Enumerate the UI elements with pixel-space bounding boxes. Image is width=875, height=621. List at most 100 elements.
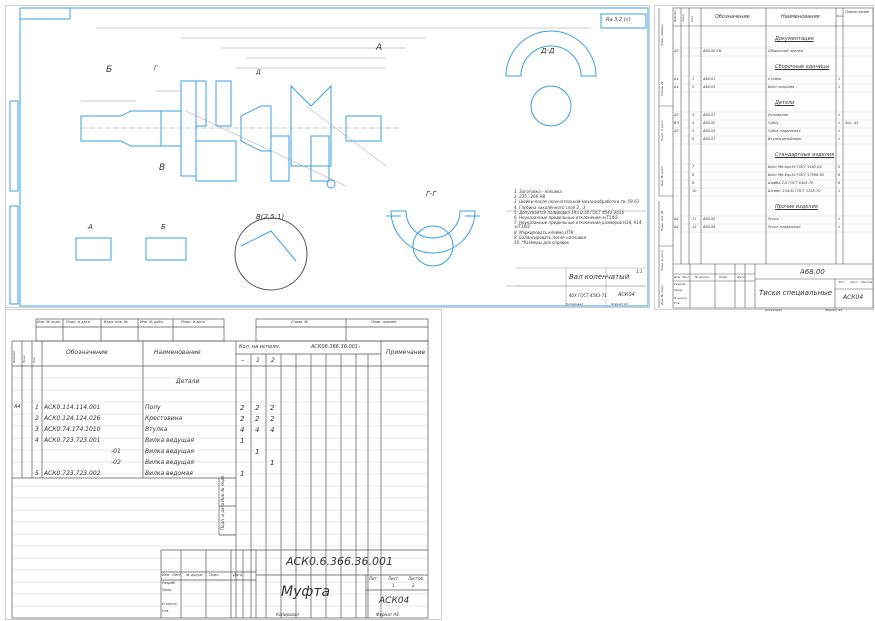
row-format: А4 xyxy=(14,404,21,410)
row-designation: А68.03 xyxy=(703,85,716,89)
row-name: Стойка xyxy=(768,77,782,81)
row-name: Винт М6-6gх10 ГОСТ 17598-85 xyxy=(768,173,824,177)
technical-notes: 1. Заготовка - поковка 2. 235...269 НВ 3… xyxy=(514,189,646,246)
note: 9. Балансировать после наплавки xyxy=(514,234,587,240)
row-position: 3 xyxy=(692,113,695,117)
list-label: Лист xyxy=(172,573,181,577)
doc-code: А68.00 xyxy=(800,268,825,276)
row-designation: -01 xyxy=(111,448,121,455)
part-name: Вал коленчатый xyxy=(569,273,630,281)
header-zone: Зона xyxy=(22,355,26,363)
row-qty-1: 2 xyxy=(255,404,260,412)
note: 8. Маркировать клеймо ОТК xyxy=(514,229,574,235)
row-format: А4 xyxy=(674,225,679,229)
row-name: Вилка ведомая xyxy=(145,470,193,477)
header-name: Наименование xyxy=(781,14,820,20)
section-heading: Прочие изделия xyxy=(775,204,818,210)
side-field: Взам. инв. № xyxy=(660,210,664,231)
date-label: Дата xyxy=(737,275,745,279)
row-name: Крестовина xyxy=(145,415,183,422)
view-b-mark: Б xyxy=(106,65,113,75)
row-position: 4 xyxy=(35,437,39,444)
format-label: Формат А3 xyxy=(611,302,629,306)
row-designation: АСК0.723.723.002 xyxy=(44,470,101,477)
row-position: 7 xyxy=(692,165,695,169)
side-field: Справ. № xyxy=(660,81,664,96)
row-qty-1: 1 xyxy=(255,448,260,456)
section-heading: Документация xyxy=(775,36,814,42)
approved-label: Утв. xyxy=(162,609,170,613)
row-name: Губка xyxy=(768,121,779,125)
izm-label: Изм. xyxy=(674,275,682,279)
row-name: Винт М6-6gх16 ГОСТ 1482-84 xyxy=(768,165,822,169)
row-qty-1: 4 xyxy=(255,426,260,434)
note: 7. Неуказанные предельные отклонения раз… xyxy=(514,220,643,230)
check-label: Пров. xyxy=(674,288,683,292)
row-qty: 1 xyxy=(838,113,841,117)
row-designation: А68.05 xyxy=(703,217,716,221)
check-label: Пров. xyxy=(162,588,173,592)
doc-code: АСК0.6.366.36.001 xyxy=(286,555,393,568)
row-position: 3 xyxy=(35,426,39,433)
row-position: 12 xyxy=(692,225,697,229)
detail-v-label: В(2,5:1) xyxy=(256,213,285,221)
header-name: Наименование xyxy=(154,349,201,356)
section-details: Детали xyxy=(176,378,200,385)
vise-specification-sheet: Перв. примен. Справ. № Подп. и дата Инв.… xyxy=(654,5,874,312)
row-qty-0: 4 xyxy=(240,426,245,434)
header-variant: АСК06.366.36.001- xyxy=(311,344,360,350)
row-qty: 6 xyxy=(838,181,841,185)
row-format: А4 xyxy=(674,85,679,89)
row-format: БЧ xyxy=(674,121,679,125)
row-designation: А68.06 xyxy=(703,225,716,229)
section-d-mark: Д xyxy=(256,69,261,76)
copied-label: Копировал xyxy=(765,308,783,312)
view-a-label: А xyxy=(88,223,93,231)
material: 40Х ГОСТ 4543-71 xyxy=(569,293,607,298)
row-designation: АСК0.74.174.1010 xyxy=(44,426,101,433)
row-format: А4 xyxy=(674,77,679,81)
lit-label: Лит. xyxy=(838,280,845,284)
row-designation: АСК0.124.124.026 xyxy=(44,415,101,422)
row-designation: А68.07 xyxy=(703,113,716,117)
scale: 1:1 xyxy=(636,269,643,274)
row-qty: 1 xyxy=(838,137,841,141)
row-designation: А68.01 xyxy=(703,77,716,81)
row-position: 5 xyxy=(35,470,39,477)
row-designation: А68.04 xyxy=(703,129,716,133)
row-designation: АСК0.723.723.001 xyxy=(44,437,101,444)
header-note: Примечание xyxy=(386,349,426,356)
top-field: Взам. инв. № xyxy=(104,320,128,324)
row-name: Штифт 2.6х32 ГОСТ 3128-70 xyxy=(768,189,821,193)
top-field: Подп. и дата xyxy=(66,320,90,324)
coupling-spec-grid xyxy=(11,318,429,619)
row-qty-2: 1 xyxy=(270,459,275,467)
izm-label: Изм. xyxy=(162,573,171,577)
top-field: Подп. и дата xyxy=(181,320,205,324)
sheet-label: Лист xyxy=(850,280,858,284)
row-qty-0: 2 xyxy=(240,404,245,412)
row-name: Винт подъёма xyxy=(768,85,795,89)
row-qty-0: 1 xyxy=(240,470,245,478)
date-label: Дата xyxy=(233,573,243,577)
format-label: Формат А4 xyxy=(376,612,399,617)
sheets-value: 2 xyxy=(412,583,415,588)
top-field: Инв. № дубл. xyxy=(140,320,164,324)
row-qty-0: 2 xyxy=(240,415,245,423)
row-format: А3 xyxy=(674,129,679,133)
note: 3. Шейки после окончательной механообраб… xyxy=(514,199,640,205)
row-position: 6 xyxy=(692,137,695,141)
row-position: 5 xyxy=(692,129,695,133)
section-heading: Детали xyxy=(775,100,795,106)
list-label: Лист xyxy=(682,275,690,279)
side-field: Инв. № дубл. xyxy=(660,165,664,186)
note: 2. 235...269 НВ xyxy=(514,194,546,200)
row-position: 2 xyxy=(35,415,39,422)
header-note: Приме-чание xyxy=(845,10,870,14)
roughness-label: Ra 3,2 (√) xyxy=(606,17,631,23)
row-name: Вилка ведущая xyxy=(145,448,194,455)
row-qty-2: 2 xyxy=(270,415,275,423)
sheet-label: Лист xyxy=(388,576,399,581)
row-name: Вилка ведущая xyxy=(145,459,194,466)
row-qty: 1 xyxy=(838,129,841,133)
